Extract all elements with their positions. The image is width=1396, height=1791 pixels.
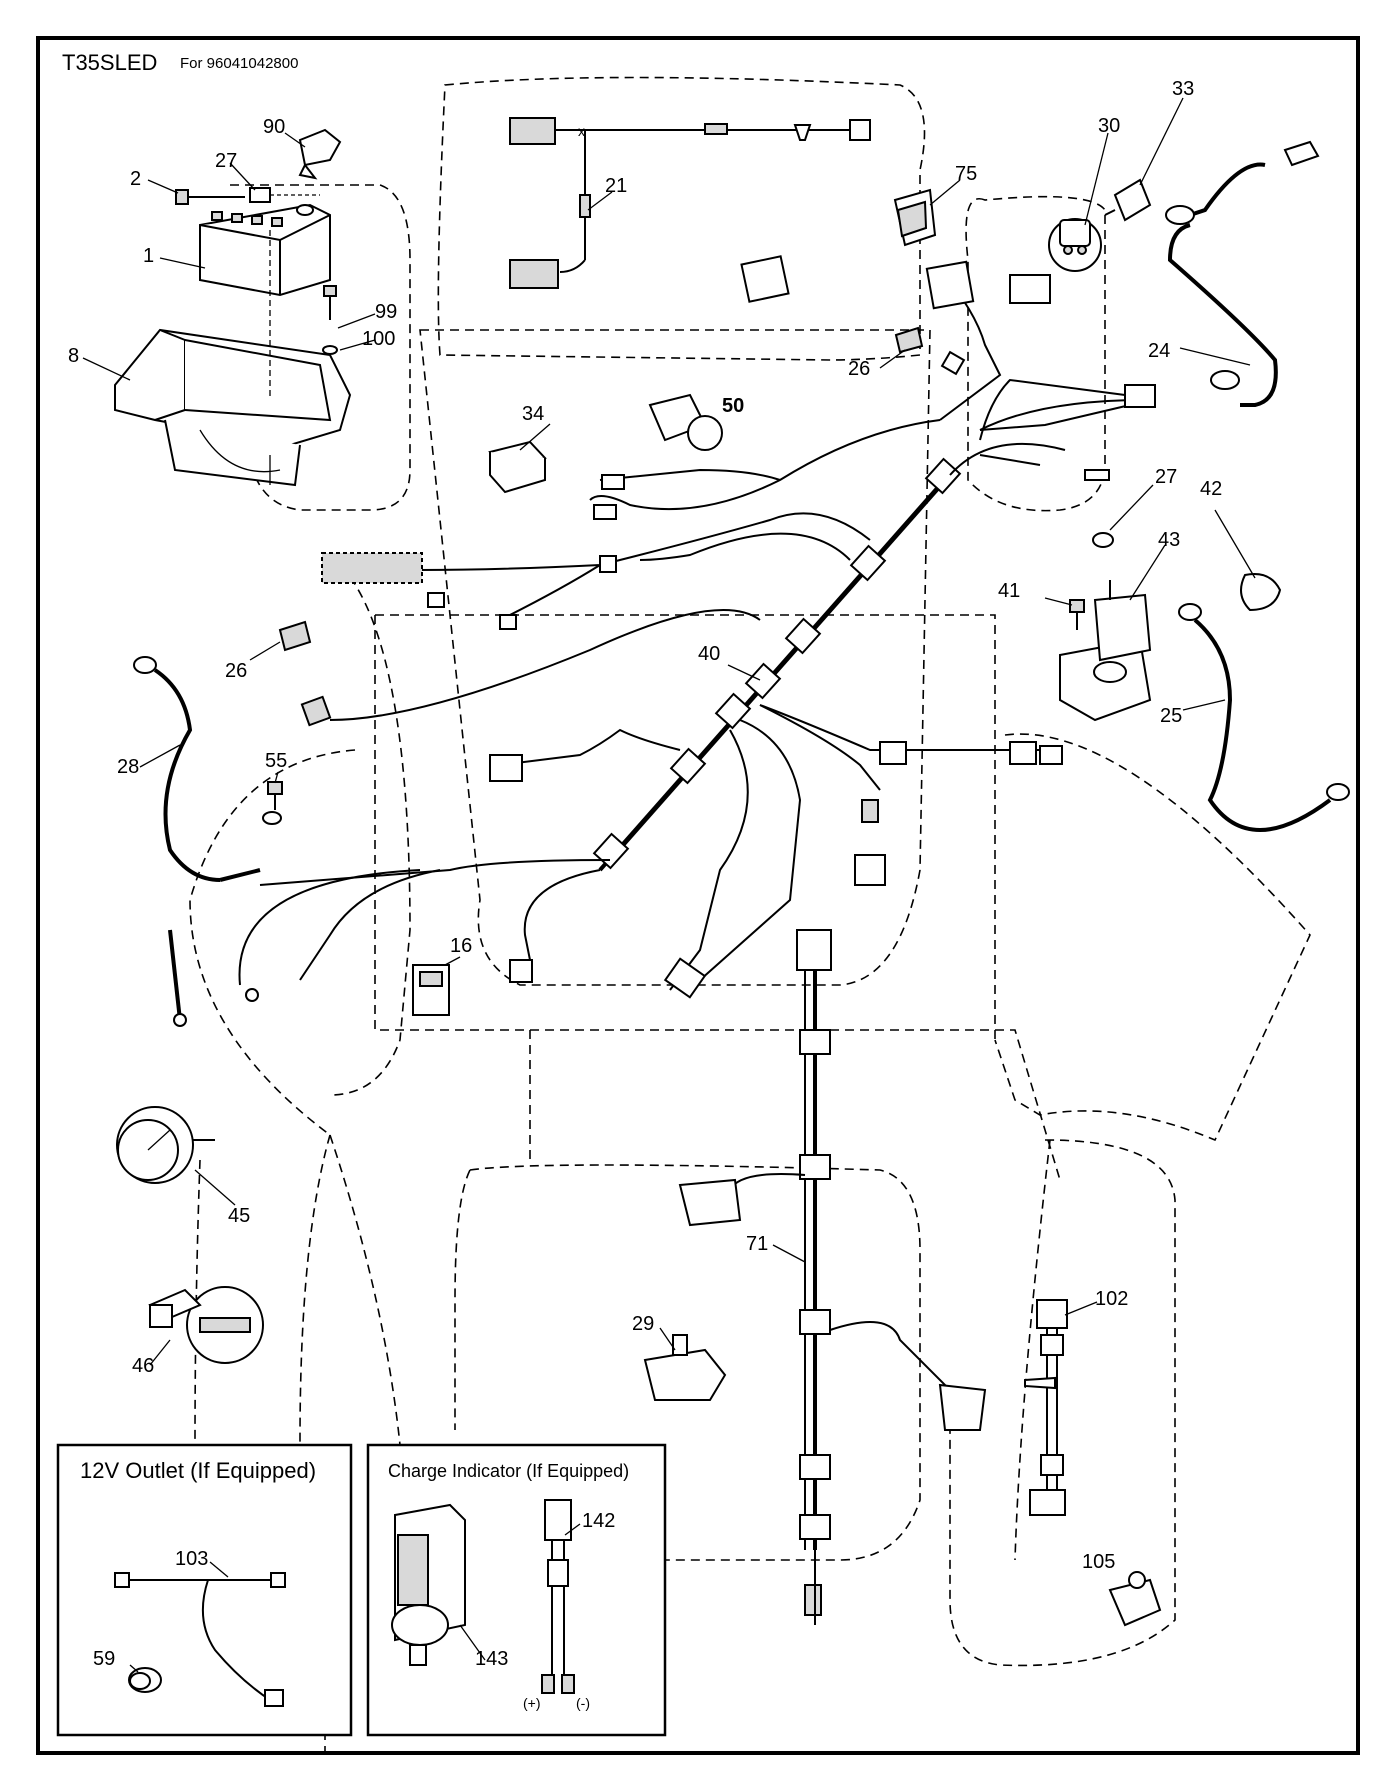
callout-42: 42	[1200, 478, 1222, 500]
callout-143: 143	[475, 1648, 508, 1670]
callout-34: 34	[522, 403, 544, 425]
callout-43: 43	[1158, 529, 1180, 551]
negative-label: (-)	[576, 1695, 590, 1711]
callout-59: 59	[93, 1648, 115, 1670]
battery-cable	[1178, 603, 1350, 832]
pto-switch	[648, 393, 723, 451]
lower-harness	[678, 929, 987, 1625]
tractor-outline	[189, 76, 1311, 1755]
callout-16: 16	[450, 935, 472, 957]
callout-105: 105	[1082, 1551, 1115, 1573]
hold-down-bolt	[322, 285, 338, 355]
rocker-switch	[488, 440, 547, 494]
callout-142: 142	[582, 1510, 615, 1532]
fuse-left	[278, 620, 312, 652]
leader-lines	[82, 97, 1256, 1673]
callout-50: 50	[722, 395, 744, 417]
charge-indicator-inset: Charge Indicator (If Equipped) (+) (-)	[366, 1443, 667, 1737]
callout-103: 103	[175, 1548, 208, 1570]
callout-28: 28	[117, 756, 139, 778]
module-16	[412, 964, 450, 1016]
hour-meter	[116, 1106, 215, 1184]
ignition-switch	[1048, 218, 1102, 272]
seat-switch	[643, 1334, 727, 1401]
part-number-subtitle: For 96041042800	[180, 55, 298, 72]
callout-71: 71	[746, 1233, 768, 1255]
battery-assembly	[114, 128, 352, 487]
ground-cable	[1165, 140, 1320, 407]
ground-screw	[262, 781, 283, 825]
battery-tray	[114, 328, 352, 487]
starter-relay-105	[1108, 1571, 1162, 1627]
callout-55: 55	[265, 750, 287, 772]
charge-gauge	[148, 1286, 264, 1364]
callout-2: 2	[130, 168, 141, 190]
callouts: 1 2 8 27 90 99 100 21 75 30 33 24 26 27 …	[68, 78, 1222, 1670]
fuse-upper	[894, 326, 924, 354]
callout-90: 90	[263, 116, 285, 138]
fuse-harness	[1024, 1299, 1068, 1516]
callout-46: 46	[132, 1355, 154, 1377]
solenoid-assembly	[1059, 532, 1282, 722]
callout-33: 33	[1172, 78, 1194, 100]
callout-29: 29	[632, 1313, 654, 1335]
terminal-cover	[298, 128, 342, 180]
callout-27-nut: 27	[1155, 466, 1177, 488]
battery	[199, 203, 331, 297]
model-title: T35SLED	[62, 50, 157, 75]
battery-bolt	[175, 189, 245, 205]
callout-100: 100	[362, 328, 395, 350]
callout-40: 40	[698, 643, 720, 665]
charge-inset-title: Charge Indicator (If Equipped)	[388, 1461, 629, 1481]
callout-25: 25	[1160, 705, 1182, 727]
outer-frame	[36, 36, 1360, 1755]
callout-26-upper: 26	[848, 358, 870, 380]
battery-clip	[249, 187, 320, 203]
callout-21: 21	[605, 175, 627, 197]
callout-26-left: 26	[225, 660, 247, 682]
callout-24: 24	[1148, 340, 1170, 362]
callout-102: 102	[1095, 1288, 1128, 1310]
callout-8: 8	[68, 345, 79, 367]
relay-75	[893, 188, 937, 247]
starter-cable	[133, 656, 261, 882]
callout-30: 30	[1098, 115, 1120, 137]
outlet-inset-title: 12V Outlet (If Equipped)	[80, 1458, 316, 1483]
ignition-key	[1104, 178, 1152, 222]
callout-1: 1	[143, 245, 154, 267]
positive-label: (+)	[523, 1695, 541, 1711]
main-harness	[168, 255, 1156, 1027]
top-harness: x	[509, 117, 871, 289]
callout-41: 41	[998, 580, 1020, 602]
callout-45: 45	[228, 1205, 250, 1227]
callout-27-battery: 27	[215, 150, 237, 172]
callout-75: 75	[955, 163, 977, 185]
outlet-inset: 12V Outlet (If Equipped)	[56, 1443, 353, 1737]
junction-x: x	[578, 123, 585, 139]
callout-99: 99	[375, 301, 397, 323]
